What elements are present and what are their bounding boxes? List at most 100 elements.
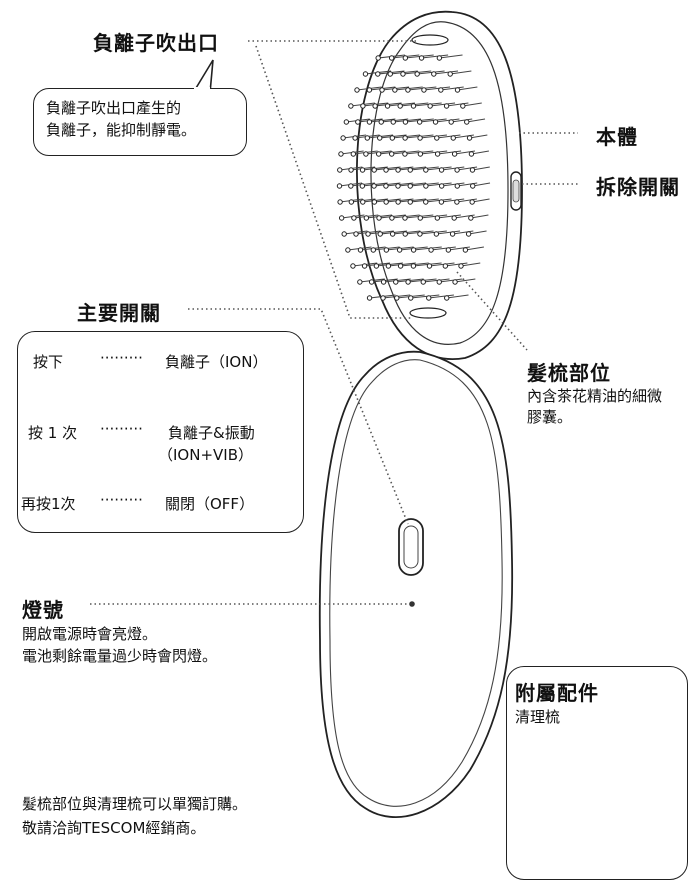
leader-lines (90, 40, 578, 605)
bristle-tip (460, 103, 466, 109)
bristle-tip (464, 119, 470, 125)
bristle-tip (432, 119, 439, 125)
bristle-tip (389, 135, 396, 141)
bristle-tip (360, 199, 366, 205)
bristle-tip (350, 151, 357, 157)
bristle (421, 54, 449, 59)
bristle-tip (357, 279, 363, 285)
lamp-label: 燈號 (22, 598, 64, 622)
bristle (462, 102, 482, 107)
bristle (457, 86, 478, 91)
bristle-tip (384, 103, 391, 109)
bristle-tip (379, 87, 385, 93)
bristle (428, 294, 454, 299)
brush-back-view (318, 350, 514, 818)
bristle (413, 102, 442, 107)
bristle-tip (348, 167, 354, 173)
bristle-tip (365, 231, 371, 237)
bristle (472, 182, 491, 187)
bristle-tip (388, 55, 395, 61)
bristle-tip (366, 295, 373, 301)
step-2-result-detail: （ION+VIB） (158, 446, 253, 464)
bristle (413, 246, 442, 251)
bristle-tip (431, 71, 437, 77)
bristle-tip (423, 199, 429, 205)
callout-line-1: 負離子吹出口產生的 (46, 99, 182, 117)
bristle-tip (348, 199, 355, 205)
bristle-tip (451, 215, 457, 221)
bristle-tip (375, 55, 381, 61)
bristle (446, 294, 469, 299)
bristle-tip (402, 135, 408, 141)
bristle (437, 150, 462, 155)
step-2-action: 按 1 次 (28, 424, 78, 442)
ion-outlet-bottom (409, 307, 447, 319)
bristle-tip (423, 167, 429, 173)
bristle-tip (380, 295, 386, 301)
bristle (420, 150, 448, 155)
bristle-tip (434, 135, 440, 141)
bristle-tip (420, 279, 426, 285)
bristle (471, 150, 490, 155)
bristle-tip (451, 151, 458, 157)
bristle (425, 166, 452, 171)
bristle (472, 198, 490, 203)
bristle (410, 294, 440, 299)
bristle (435, 118, 460, 123)
bristle-tip (397, 103, 403, 109)
bristle-tip (405, 87, 411, 93)
bristle-tip (338, 151, 344, 157)
bristle-tip (417, 151, 424, 157)
bristle-tip (466, 135, 473, 141)
bristle (437, 214, 461, 219)
bristle (425, 182, 452, 187)
bristle (419, 118, 447, 123)
bristle-tip (360, 103, 366, 109)
bristle-tip (383, 199, 389, 205)
ion-outlet-label: 負離子吹出口 (93, 31, 219, 55)
bristle-tip (452, 279, 458, 285)
bristle (470, 214, 489, 219)
bristle (417, 70, 445, 75)
bristle-tip (414, 71, 420, 77)
bristle-tip (423, 183, 429, 189)
bristle (441, 198, 465, 203)
bristle (419, 230, 447, 235)
bristle (431, 246, 456, 251)
bristle-tip (447, 71, 453, 77)
bristle-tip (426, 295, 432, 301)
comb-section-label: 髮梳部位 (527, 361, 611, 385)
bristle-tip (410, 247, 417, 253)
bristle-tip (389, 231, 396, 237)
accessory-title: 附屬配件 (515, 681, 599, 705)
bristle-tip (345, 247, 351, 253)
bristle-tip (363, 215, 370, 221)
bristle-tip (383, 167, 389, 173)
footer-line-1: 髮梳部位與清理梳可以單獨訂購。 (22, 795, 248, 813)
bristle (425, 198, 452, 203)
bristle-tip (436, 279, 442, 285)
bristle-tip (359, 167, 366, 173)
bristle-tip (395, 167, 401, 173)
bristle (436, 134, 461, 139)
bristle-tip (383, 247, 390, 253)
bristle-tip (373, 263, 380, 269)
bristle-tip (366, 87, 373, 93)
bristle-tip (337, 199, 343, 205)
bristle-tip (338, 215, 345, 221)
bristle-tip (438, 167, 445, 173)
step-1-result: 負離子（ION） (165, 353, 268, 371)
bristle-tip (465, 231, 472, 237)
bristle-tip (340, 135, 346, 141)
bristle-tip (351, 215, 357, 221)
bristle (439, 278, 463, 283)
bristle-tip (368, 279, 375, 285)
bristle (451, 118, 473, 123)
bristle-tip (450, 135, 456, 141)
bristle-tip (397, 263, 404, 269)
bristle (440, 86, 464, 91)
bristle-tip (366, 119, 373, 125)
bristle-tip (357, 247, 364, 253)
bristle-tip (393, 279, 399, 285)
brush-top-view (336, 10, 523, 360)
